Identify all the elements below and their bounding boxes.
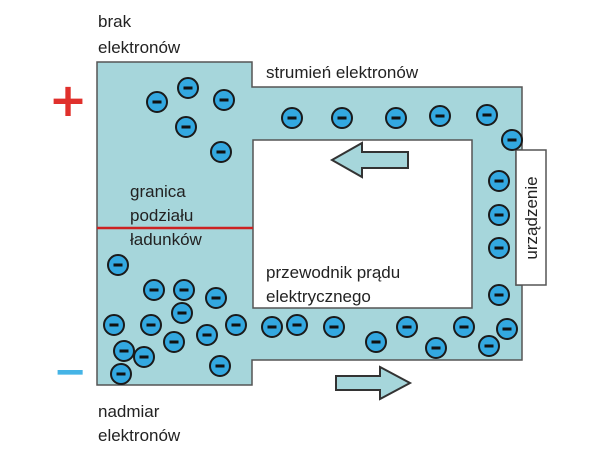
electron-icon	[196, 324, 218, 346]
electron-icon	[488, 284, 510, 306]
electron-icon	[146, 91, 168, 113]
electron-icon	[396, 316, 418, 338]
label-granica-line3: ładunków	[130, 230, 203, 249]
electron-icon	[365, 331, 387, 353]
electron-icon	[496, 318, 518, 340]
electron-icon	[453, 316, 475, 338]
label-nadmiar-line1: nadmiar	[98, 402, 160, 421]
electron-icon	[425, 337, 447, 359]
electron-icon	[133, 346, 155, 368]
label-granica-line2: podziału	[130, 206, 193, 225]
electron-icon	[140, 314, 162, 336]
electron-icon	[501, 129, 523, 151]
electron-icon	[113, 340, 135, 362]
electron-icon	[488, 237, 510, 259]
electron-icon	[281, 107, 303, 129]
electron-icon	[213, 89, 235, 111]
electron-icon	[286, 314, 308, 336]
electron-icon	[331, 107, 353, 129]
electrons-group	[103, 77, 523, 385]
electron-icon	[210, 141, 232, 163]
electron-icon	[143, 279, 165, 301]
electron-icon	[429, 105, 451, 127]
negative-sign: −	[53, 349, 87, 395]
electron-icon	[103, 314, 125, 336]
electron-icon	[261, 316, 283, 338]
label-nadmiar-line2: elektronów	[98, 426, 181, 445]
electron-icon	[171, 302, 193, 324]
electron-icon	[163, 331, 185, 353]
electron-icon	[323, 316, 345, 338]
electron-icon	[488, 204, 510, 226]
electron-icon	[110, 363, 132, 385]
electron-icon	[175, 116, 197, 138]
device-box	[515, 149, 547, 286]
electron-icon	[478, 335, 500, 357]
label-conductor-line2: elektrycznego	[266, 287, 371, 306]
label-granica-line1: granica	[130, 182, 186, 201]
electron-icon	[385, 107, 407, 129]
electron-icon	[209, 355, 231, 377]
label-device: urządzenie	[522, 176, 541, 259]
electron-icon	[205, 287, 227, 309]
electron-icon	[225, 314, 247, 336]
electron-icon	[488, 170, 510, 192]
label-brak-line1: brak	[98, 12, 132, 31]
label-conductor-line1: przewodnik prądu	[266, 263, 400, 282]
electron-icon	[107, 254, 129, 276]
electron-icon	[177, 77, 199, 99]
positive-sign: +	[49, 73, 88, 127]
flow-arrow-left	[329, 141, 409, 179]
electron-icon	[476, 104, 498, 126]
label-brak-line2: elektronów	[98, 38, 181, 57]
label-flow: strumień elektronów	[266, 63, 419, 82]
flow-arrow-right	[335, 365, 413, 401]
electron-icon	[173, 279, 195, 301]
